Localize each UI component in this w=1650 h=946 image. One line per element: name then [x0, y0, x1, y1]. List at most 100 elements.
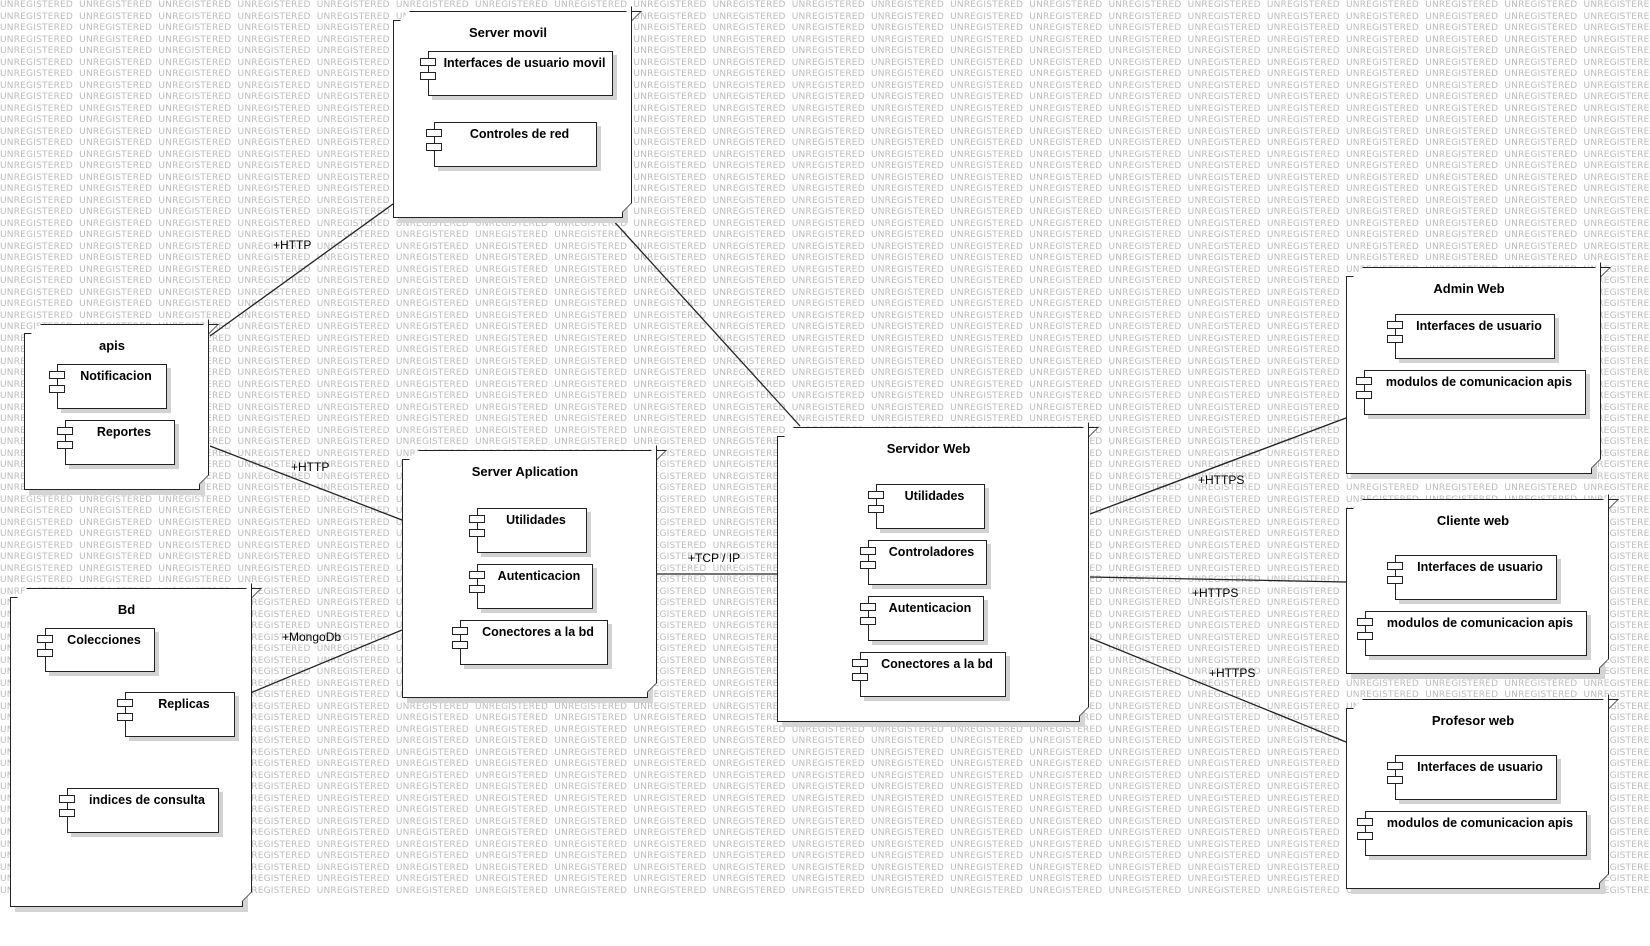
component-conectores-a-la-bd[interactable]: Conectores a la bd — [852, 652, 1006, 697]
label-web-admin: +HTTPS — [1198, 473, 1245, 487]
label-web-cliente: +HTTPS — [1192, 586, 1239, 600]
component-label: Utilidades — [506, 513, 566, 527]
node-cliente-web[interactable]: Cliente web Interfaces de usuario modulo… — [1346, 508, 1600, 674]
component-icon — [1357, 818, 1373, 826]
connector-movil-apis — [209, 203, 394, 337]
label-bd-aplication: +MongoDb — [282, 630, 342, 644]
component-modulos-de-comunicacion-apis[interactable]: modulos de comunicacion apis — [1356, 370, 1586, 415]
component-icon — [1387, 762, 1403, 770]
component-label: indices de consulta — [88, 793, 205, 807]
node-servidor-web[interactable]: Servidor Web Utilidades Controladores Au… — [777, 436, 1080, 722]
component-icon — [852, 659, 868, 667]
component-icon — [420, 72, 436, 80]
node-bd[interactable]: Bd Colecciones Replicas indices de consu… — [10, 597, 243, 907]
component-replicas[interactable]: Replicas — [117, 692, 235, 737]
component-icon — [868, 505, 884, 513]
component-icon — [860, 561, 876, 569]
node-title: Server Aplication — [471, 464, 579, 479]
component-utilidades[interactable]: Utilidades — [469, 508, 587, 553]
component-label: modulos de comunicacion apis — [1386, 616, 1574, 630]
component-icon — [1356, 391, 1372, 399]
node-title: Servidor Web — [886, 441, 971, 456]
component-icon — [426, 129, 442, 137]
component-icon — [117, 713, 133, 721]
component-autenticacion[interactable]: Autenticacion — [469, 564, 593, 609]
component-label: modulos de comunicacion apis — [1385, 375, 1573, 389]
node-apis[interactable]: apis Notificacion Reportes — [24, 333, 200, 490]
component-icon — [59, 809, 75, 817]
component-icon — [1357, 832, 1373, 840]
component-icon — [868, 491, 884, 499]
component-interfaces-de-usuario[interactable]: Interfaces de usuario — [1387, 755, 1557, 800]
component-interfaces-de-usuario-movil[interactable]: Interfaces de usuario movil — [420, 51, 613, 96]
component-icon — [49, 371, 65, 379]
component-label: Notificacion — [80, 369, 152, 383]
component-label: Interfaces de usuario — [1416, 319, 1542, 333]
component-conectores-a-la-bd[interactable]: Conectores a la bd — [452, 620, 608, 665]
component-colecciones[interactable]: Colecciones — [37, 628, 155, 672]
component-icon — [860, 547, 876, 555]
node-title: Cliente web — [1436, 513, 1510, 528]
component-icon — [469, 585, 485, 593]
component-label: Reportes — [96, 425, 152, 439]
component-icon — [1356, 377, 1372, 385]
component-label: Autenticacion — [497, 569, 581, 583]
component-icon — [469, 515, 485, 523]
connector-movil-servidor-web — [609, 216, 801, 427]
label-web-profesor: +HTTPS — [1209, 666, 1256, 680]
component-icon — [1387, 335, 1403, 343]
component-icon — [117, 699, 133, 707]
component-label: Controladores — [888, 545, 975, 559]
component-label: Interfaces de usuario — [1417, 760, 1543, 774]
component-icon — [1357, 632, 1373, 640]
label-aplication-web: +TCP / IP — [688, 551, 741, 565]
component-autenticacion[interactable]: Autenticacion — [860, 596, 984, 641]
component-reportes[interactable]: Reportes — [57, 420, 175, 465]
component-label: Interfaces de usuario movil — [443, 56, 606, 70]
component-notificacion[interactable]: Notificacion — [49, 364, 167, 409]
label-apis-aplication: +HTTP — [291, 460, 330, 474]
component-interfaces-de-usuario[interactable]: Interfaces de usuario — [1387, 555, 1557, 600]
component-icon — [852, 673, 868, 681]
component-icon — [1357, 618, 1373, 626]
component-icon — [49, 385, 65, 393]
component-icon — [37, 649, 53, 657]
component-controladores[interactable]: Controladores — [860, 540, 987, 585]
component-icon — [426, 143, 442, 151]
component-icon — [1387, 576, 1403, 584]
connector-bd-aplication — [242, 629, 403, 697]
component-label: Interfaces de usuario — [1417, 560, 1543, 574]
component-utilidades[interactable]: Utilidades — [868, 484, 985, 529]
node-admin-web[interactable]: Admin Web Interfaces de usuario modulos … — [1346, 276, 1592, 474]
connector-apis-aplication — [209, 445, 403, 521]
component-icon — [57, 427, 73, 435]
node-title: Admin Web — [1433, 281, 1505, 296]
component-icon — [59, 795, 75, 803]
connector-web-cliente — [1089, 576, 1347, 583]
component-label: Controles de red — [469, 127, 570, 141]
component-controles-de-red[interactable]: Controles de red — [426, 122, 597, 167]
node-server-movil[interactable]: Server movil Interfaces de usuario movil… — [393, 20, 623, 218]
node-title: apis — [98, 338, 125, 353]
component-icon — [452, 627, 468, 635]
component-label: Conectores a la bd — [881, 657, 993, 671]
component-interfaces-de-usuario[interactable]: Interfaces de usuario — [1387, 314, 1555, 359]
component-label: Replicas — [158, 697, 210, 711]
component-icon — [1387, 562, 1403, 570]
component-indices-de-consulta[interactable]: indices de consulta — [59, 788, 219, 833]
component-label: Colecciones — [67, 633, 141, 647]
component-icon — [1387, 776, 1403, 784]
component-modulos-de-comunicacion-apis[interactable]: modulos de comunicacion apis — [1357, 811, 1587, 856]
component-label: Conectores a la bd — [482, 625, 594, 639]
component-modulos-de-comunicacion-apis[interactable]: modulos de comunicacion apis — [1357, 611, 1587, 656]
component-icon — [469, 529, 485, 537]
component-icon — [860, 603, 876, 611]
node-profesor-web[interactable]: Profesor web Interfaces de usuario modul… — [1346, 708, 1600, 889]
node-title: Server movil — [468, 25, 548, 40]
component-icon — [469, 571, 485, 579]
node-server-aplication[interactable]: Server Aplication Utilidades Autenticaci… — [402, 459, 648, 698]
component-label: Autenticacion — [888, 601, 972, 615]
label-movil-apis: +HTTP — [273, 238, 312, 252]
component-icon — [1387, 321, 1403, 329]
